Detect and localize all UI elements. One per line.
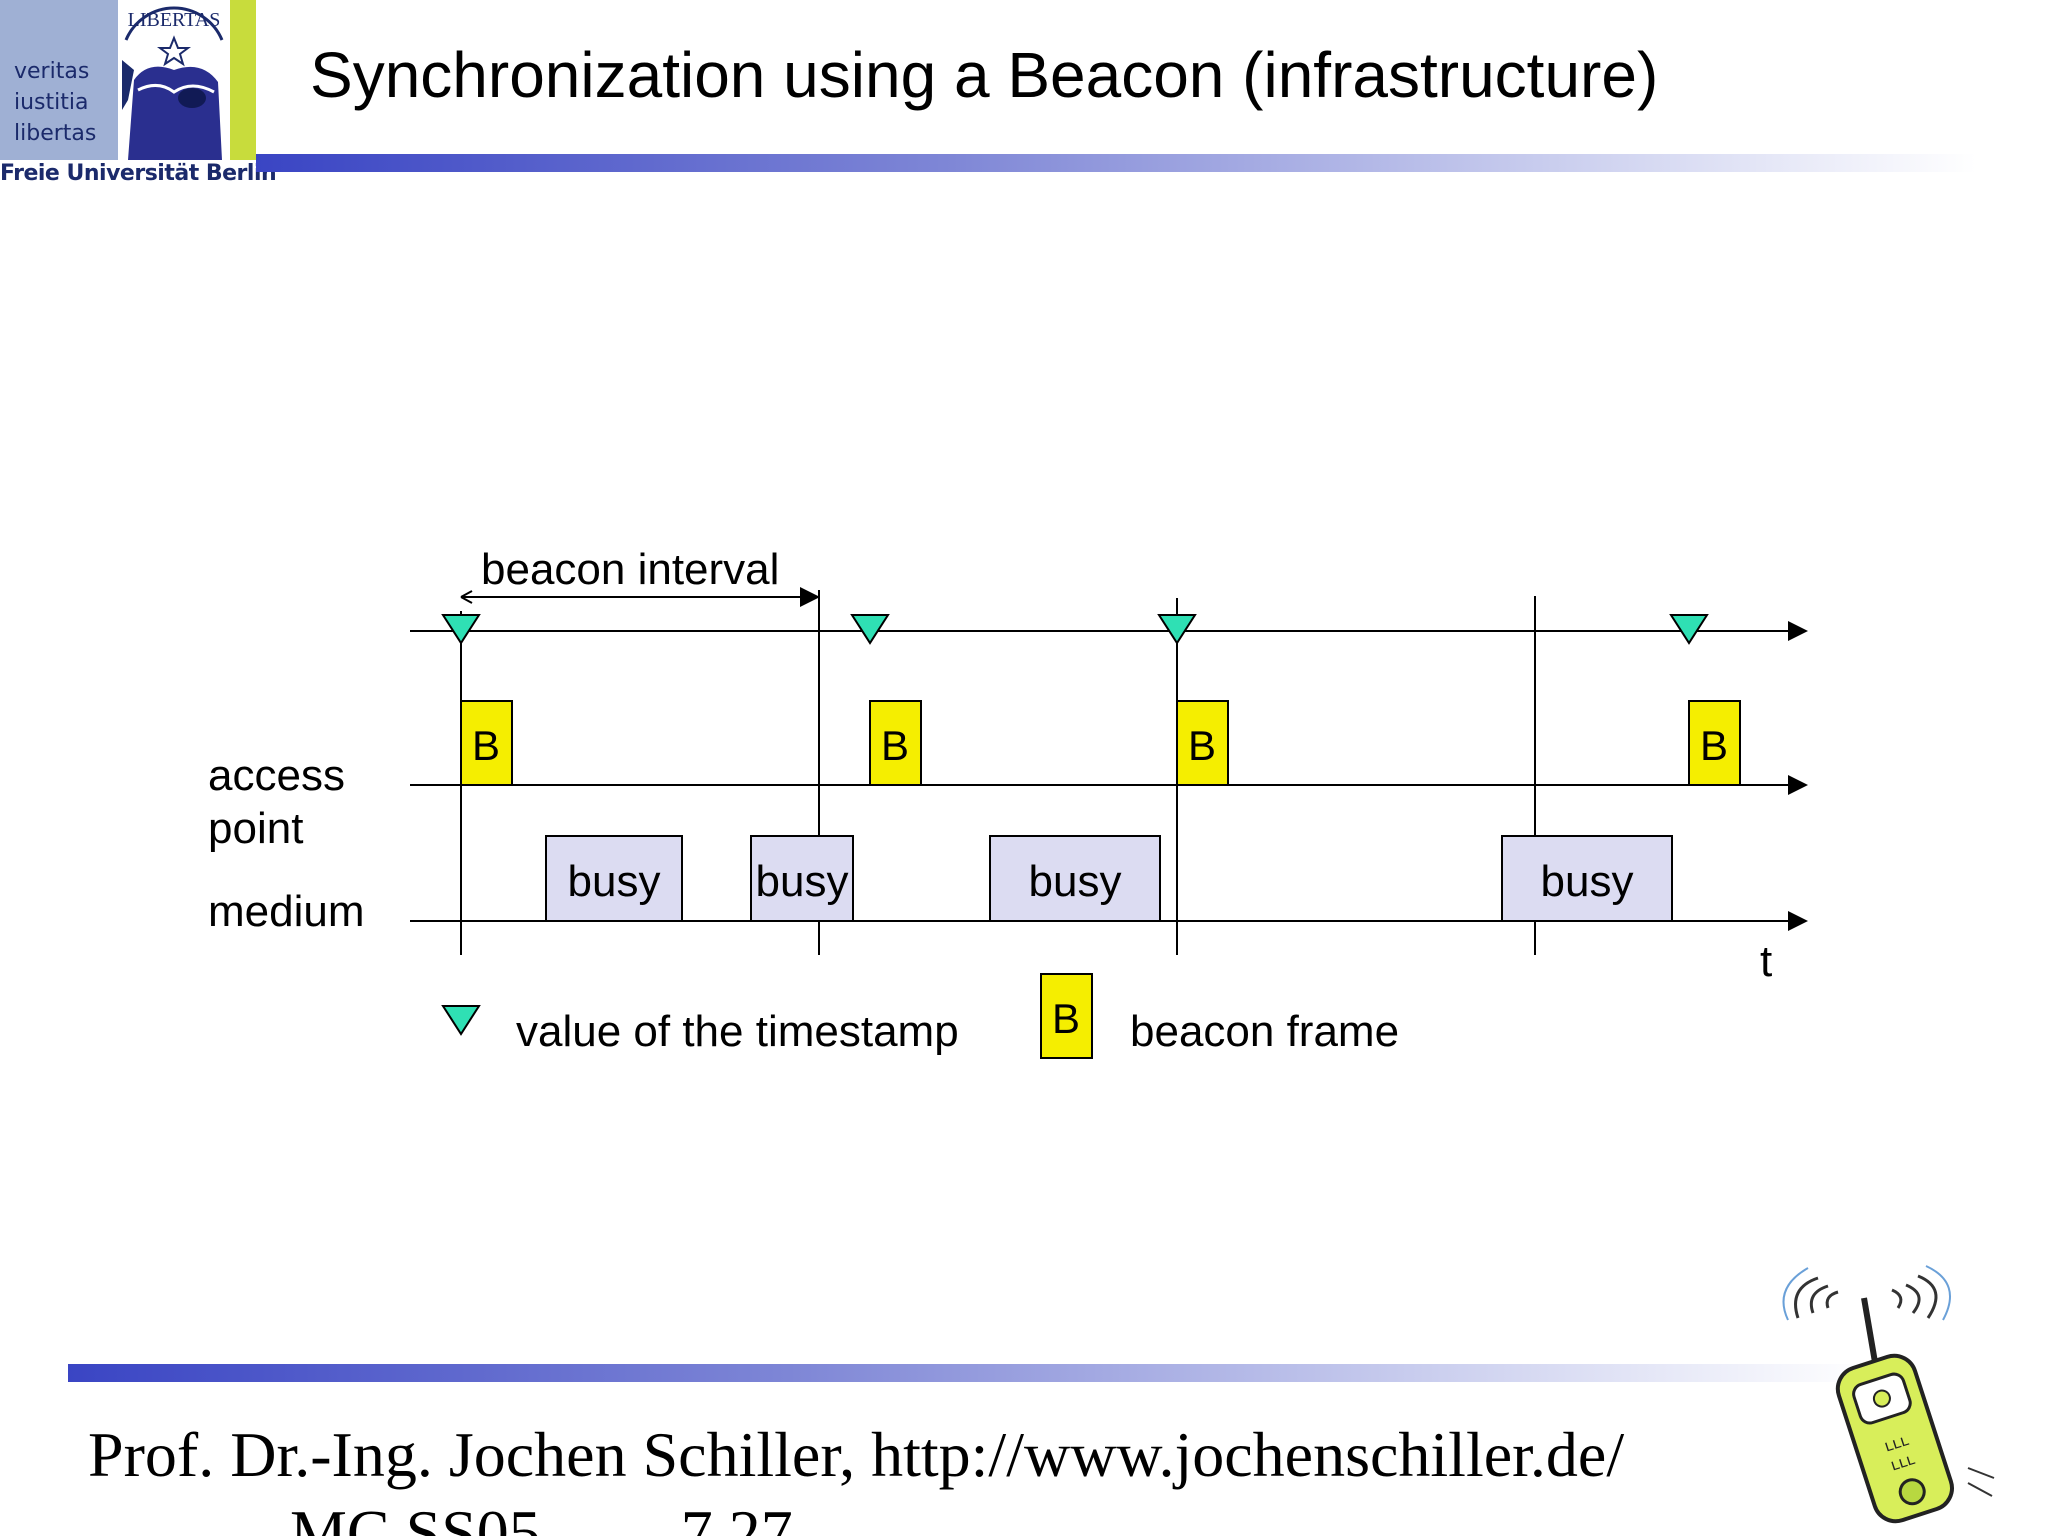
time-axis-label: t bbox=[1760, 937, 1772, 986]
beacon-frame: B bbox=[460, 700, 513, 786]
institution-name: Freie Universität Berlin bbox=[0, 161, 277, 186]
beacon-frame-label: B bbox=[1700, 722, 1728, 769]
timestamp-marker-icon bbox=[441, 614, 481, 645]
busy-label: busy bbox=[568, 857, 661, 906]
beacon-frame: B bbox=[1176, 700, 1229, 786]
footer-author: Prof. Dr.-Ing. Jochen Schiller, http://w… bbox=[88, 1419, 1625, 1490]
slide-title: Synchronization using a Beacon (infrastr… bbox=[310, 39, 1659, 111]
mobile-phone-icon: ʟʟʟ ʟʟʟ bbox=[1782, 1265, 1995, 1524]
timestamp-marker-icon bbox=[1157, 614, 1197, 645]
timestamp-marker-icon bbox=[850, 614, 890, 645]
legend-beacon-letter: B bbox=[1052, 995, 1080, 1042]
legend-beacon-label: beacon frame bbox=[1130, 1007, 1399, 1056]
beacon-frame-label: B bbox=[472, 722, 500, 769]
busy-label: busy bbox=[1541, 857, 1634, 906]
beacon-frame: B bbox=[869, 700, 922, 786]
beacon-interval-label: beacon interval bbox=[481, 545, 779, 594]
access-point-label-line2: point bbox=[208, 804, 303, 853]
motto-line: libertas bbox=[14, 121, 97, 146]
footer-bar bbox=[68, 1364, 1868, 1382]
university-logo: veritas iustitia libertas LIBERTAS Freie… bbox=[0, 0, 277, 186]
beacon-frame: B bbox=[1688, 700, 1741, 786]
busy-block: busy bbox=[545, 835, 683, 922]
busy-label: busy bbox=[756, 857, 849, 906]
beacon-frame-label: B bbox=[881, 722, 909, 769]
motto-line: iustitia bbox=[14, 90, 89, 115]
access-point-label: access bbox=[208, 751, 345, 800]
logo-motto: veritas iustitia libertas bbox=[14, 56, 124, 149]
motto-line: veritas bbox=[14, 59, 90, 84]
busy-block: busy bbox=[1501, 835, 1673, 922]
seal-text: LIBERTAS bbox=[128, 9, 221, 31]
legend-timestamp-label: value of the timestamp bbox=[516, 1007, 959, 1056]
busy-block: busy bbox=[750, 835, 854, 922]
busy-block: busy bbox=[989, 835, 1161, 922]
footer-course: MC SS05 bbox=[290, 1497, 541, 1536]
footer-page-number: 7.27 bbox=[680, 1497, 793, 1536]
timestamp-marker-icon bbox=[1669, 614, 1709, 645]
legend-timestamp-icon bbox=[441, 1005, 481, 1036]
footer-course-info: MC SS05 7.27 bbox=[290, 1496, 933, 1536]
university-seal-icon: LIBERTAS bbox=[118, 0, 230, 160]
title-underline-bar bbox=[256, 154, 1976, 172]
medium-label: medium bbox=[208, 887, 365, 936]
beacon-frame-label: B bbox=[1188, 722, 1216, 769]
legend-beacon-swatch: B bbox=[1040, 973, 1093, 1059]
logo-accent-stripe bbox=[228, 0, 256, 160]
busy-label: busy bbox=[1029, 857, 1122, 906]
